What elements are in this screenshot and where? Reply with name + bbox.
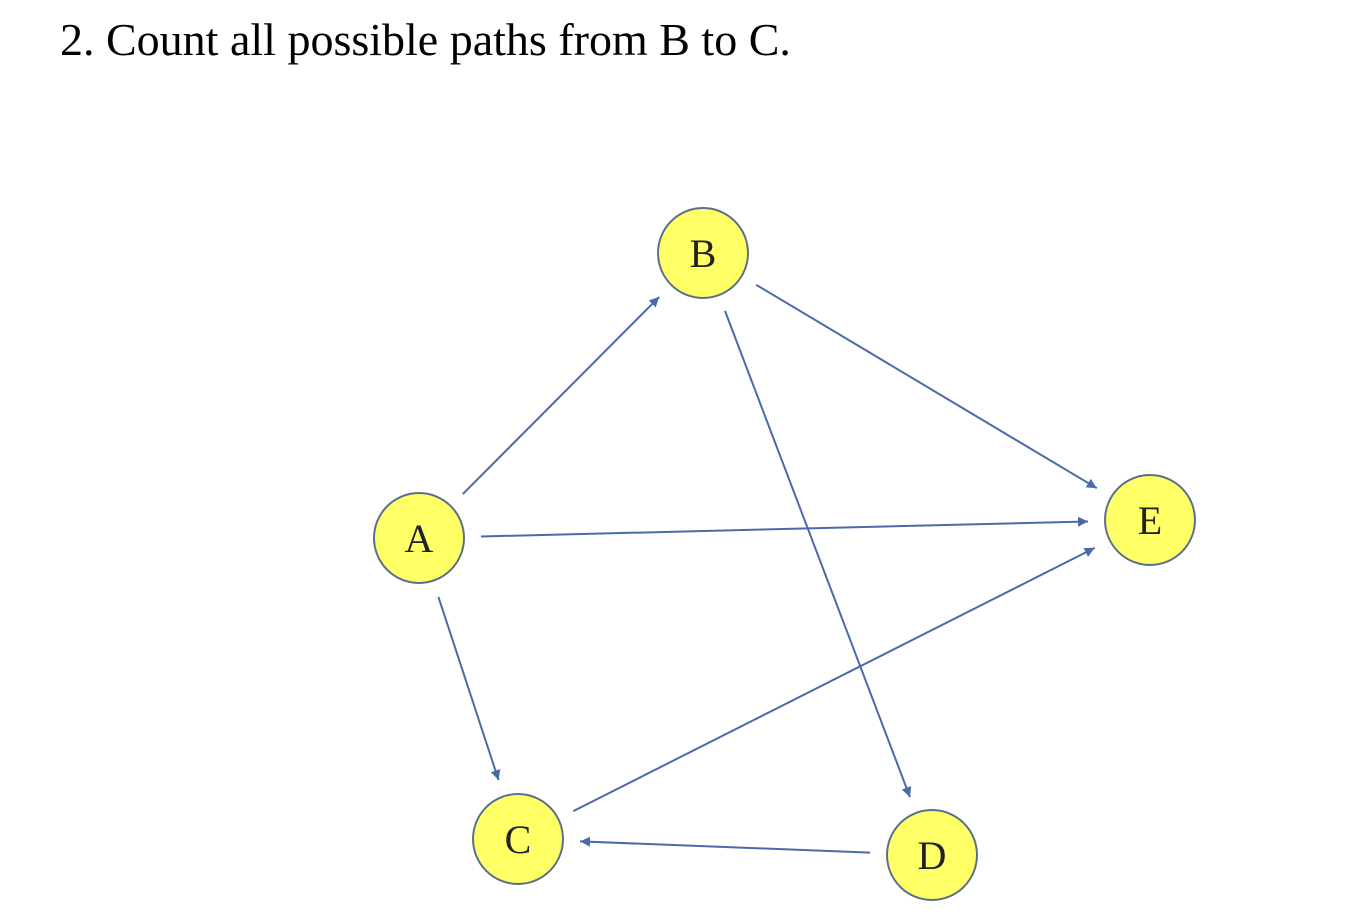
edge-c-to-e [572, 547, 1096, 812]
node-label-a: A [405, 516, 434, 561]
node-label-c: C [505, 817, 532, 862]
node-circle-e [1104, 474, 1196, 566]
edge-a-to-c [437, 596, 501, 781]
node-label-e: E [1138, 498, 1162, 543]
node-c: C [472, 793, 564, 885]
edge-a-to-b [462, 296, 660, 495]
nodes-layer: A B C D E [373, 207, 1196, 901]
node-circle-c [472, 793, 564, 885]
node-label-b: B [690, 231, 717, 276]
edge-b-to-e [755, 283, 1098, 490]
edge-b-to-d [724, 310, 912, 798]
node-label-d: D [918, 833, 947, 878]
question-text: 2. Count all possible paths from B to C. [60, 14, 791, 65]
node-circle-a [373, 492, 465, 584]
edge-a-to-e [480, 516, 1089, 538]
node-b: B [657, 207, 749, 299]
node-e: E [1104, 474, 1196, 566]
node-a: A [373, 492, 465, 584]
node-circle-b [657, 207, 749, 299]
edge-d-to-c [579, 836, 871, 854]
node-d: D [886, 809, 978, 901]
edges-layer [437, 283, 1098, 854]
node-circle-d [886, 809, 978, 901]
